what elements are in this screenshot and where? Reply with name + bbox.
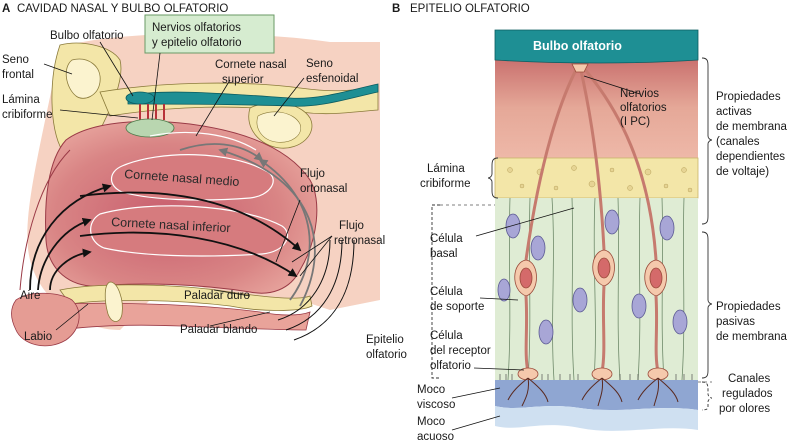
cribriform-pores: [507, 165, 693, 193]
label-prop-pasivas-1: Propiedades: [716, 301, 781, 313]
label-prop-activas-2: activas: [716, 106, 752, 118]
label-flujo-retro-1: Flujo: [339, 220, 364, 232]
label-celula-soporte-2: de soporte: [430, 301, 484, 313]
label-flujo-orto-1: Flujo: [300, 168, 325, 180]
lamina-propria: [495, 58, 698, 158]
olfactory-bulb-b: [494, 29, 699, 64]
lip: [11, 292, 80, 347]
sphenoid-sinus: [256, 111, 301, 143]
label-nervios-2: olfatorios: [620, 102, 667, 114]
label-moco-acuoso-2: acuoso: [417, 431, 454, 443]
support-cell-nuclei: [497, 209, 688, 345]
label-bulbo-olfatorio: Bulbo olfatorio: [50, 30, 124, 42]
label-celula-receptor-3: olfatorio: [430, 360, 471, 372]
panel-a: A CAVIDAD NASAL Y BULBO OLFATORIO: [2, 3, 385, 347]
label-celula-basal-2: basal: [430, 248, 458, 260]
cilia: [507, 377, 679, 407]
label-epitelio-1: Epitelio: [366, 334, 404, 346]
label-aire: Aire: [20, 290, 40, 302]
label-prop-pasivas-3: de membrana: [716, 331, 788, 343]
olfactory-bulb-tip: [125, 91, 155, 105]
label-celula-basal-1: Célula: [430, 233, 463, 245]
label-nervios-3: (I PC): [620, 116, 650, 128]
label-flujo-retro-2: retronasal: [334, 235, 385, 247]
label-canales-1: Canales: [728, 373, 770, 385]
label-canales-2: regulados: [722, 388, 773, 400]
label-cornete-inferior: Cornete nasal inferior: [111, 215, 231, 235]
label-lamina-b-1: Lámina: [427, 163, 465, 175]
label-seno-frontal-2: frontal: [2, 69, 34, 81]
label-cornete-sup-2: superior: [222, 74, 264, 86]
label-flujo-orto-2: ortonasal: [300, 183, 347, 195]
panel-a-leaders: [43, 41, 333, 331]
label-prop-activas-1: Propiedades: [716, 91, 781, 103]
label-prop-activas-6: de voltaje): [716, 166, 769, 178]
panel-b-letter: B: [392, 3, 400, 15]
label-canales-3: por olores: [719, 403, 770, 415]
pharynx-curves: [277, 239, 355, 341]
inferior-turbinate: [90, 205, 288, 257]
orthonasal-flow-arrows: [29, 183, 302, 291]
label-prop-activas-5: dependientes: [716, 151, 785, 163]
aqueous-mucus: [495, 406, 698, 431]
olfactory-nerve-fibres: [139, 104, 165, 120]
hard-palate: [59, 284, 313, 311]
label-prop-activas-3: de membrana: [716, 121, 788, 133]
panel-b: B EPITELIO OLFATORIO Bulbo olfatorio: [366, 3, 788, 443]
label-nervios-1: Nervios: [620, 88, 659, 100]
label-epitelio-2: olfatorio: [366, 349, 407, 361]
callout-line-1: Nervios olfatorios: [152, 22, 241, 34]
label-seno-esf-1: Seno: [306, 58, 333, 70]
panel-b-title: EPITELIO OLFATORIO: [410, 3, 530, 15]
label-prop-pasivas-2: pasivas: [716, 316, 755, 328]
superior-turbinate-outline: [149, 131, 257, 151]
label-paladar-blando: Paladar blando: [180, 324, 257, 336]
label-moco-acuoso-1: Moco: [417, 416, 445, 428]
callout-leader: [151, 52, 161, 121]
label-prop-activas-4: (canales: [716, 136, 760, 148]
middle-turbinate: [110, 154, 274, 201]
panel-a-title: CAVIDAD NASAL Y BULBO OLFATORIO: [17, 3, 228, 15]
olfactory-epithelium-patch: [125, 118, 175, 138]
retronasal-flow-arrows: [179, 143, 316, 307]
label-celula-receptor-1: Célula: [430, 330, 463, 342]
label-labio: Labio: [24, 331, 52, 343]
label-moco-viscoso-1: Moco: [417, 384, 445, 396]
label-paladar-duro: Paladar duro: [184, 290, 250, 302]
panel-b-leaders: [451, 75, 641, 431]
dashed-guides: [440, 204, 712, 383]
frontal-sinus: [65, 58, 101, 99]
label-lamina-1: Lámina: [2, 94, 40, 106]
microvilli: [499, 374, 693, 380]
label-seno-frontal-1: Seno: [2, 54, 29, 66]
incisor: [104, 281, 123, 322]
viscous-mucus: [495, 380, 698, 410]
label-cornete-sup-1: Cornete nasal: [215, 59, 287, 71]
callout-box: [144, 14, 275, 54]
label-lamina-b-2: cribiforme: [420, 178, 470, 190]
label-seno-esf-2: esfenoidal: [306, 73, 358, 85]
receptor-neurons: [514, 63, 669, 381]
left-braces: [431, 157, 499, 379]
panel-a-letter: A: [2, 3, 10, 15]
olfactory-bulb-a: [127, 83, 379, 107]
label-lamina-2: cribiforme: [2, 109, 52, 121]
nose-outline: [19, 149, 71, 291]
label-moco-viscoso-2: viscoso: [417, 399, 455, 411]
label-celula-receptor-2: del receptor: [430, 345, 491, 357]
right-braces: [701, 57, 713, 411]
label-celula-soporte-1: Célula: [430, 286, 463, 298]
callout-line-2: y epitelio olfatorio: [152, 37, 242, 49]
bulb-label-b: Bulbo olfatorio: [533, 39, 622, 53]
